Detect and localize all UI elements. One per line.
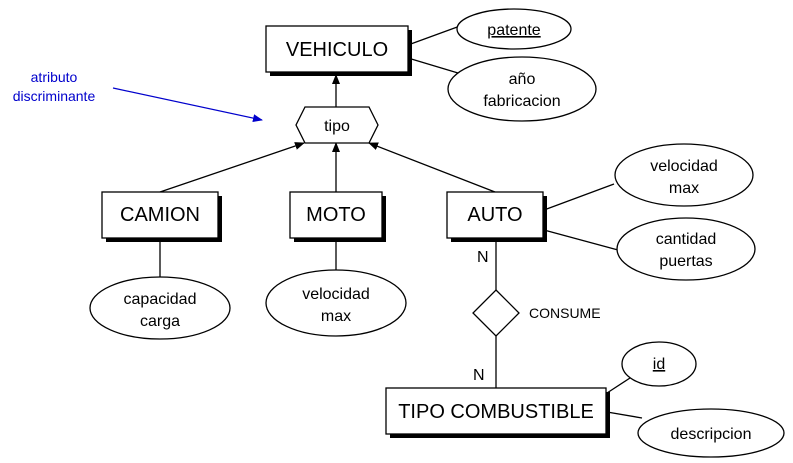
attribute-puertas-line1: cantidad (656, 231, 717, 248)
entity-tipo-combustible: TIPO COMBUSTIBLE (385, 387, 610, 438)
entity-moto: MOTO (289, 191, 386, 242)
attribute-auto-velocidad-max: velocidad max (614, 143, 754, 207)
camion-to-tipo-arrow (159, 142, 305, 193)
attribute-anio-line2: fabricacion (483, 93, 560, 110)
discriminator-tipo: tipo (295, 106, 379, 144)
auto-velocidad-link (543, 183, 615, 211)
attribute-capacidad-line1: capacidad (124, 291, 197, 308)
annotation-line1: atributo (31, 69, 78, 85)
entity-tipo-combustible-label: TIPO COMBUSTIBLE (398, 401, 594, 423)
connectors (112, 25, 643, 419)
attribute-puertas-line2: puertas (659, 253, 712, 270)
attribute-id-label: id (653, 356, 665, 373)
attribute-anio-fabricacion: año fabricacion (447, 56, 597, 122)
attribute-descripcion-label: descripcion (671, 426, 752, 443)
entity-auto: AUTO (446, 191, 547, 242)
attribute-descripcion: descripcion (637, 408, 785, 458)
relationship-consume: CONSUME N N (472, 249, 601, 384)
attribute-anio-line1: año (509, 71, 536, 88)
relationship-label: CONSUME (529, 305, 601, 321)
entity-camion-label: CAMION (120, 204, 200, 226)
entity-moto-label: MOTO (306, 204, 366, 226)
annotation-arrow (112, 87, 263, 123)
entity-auto-label: AUTO (467, 204, 522, 226)
entity-vehiculo: VEHICULO (265, 25, 412, 76)
attribute-moto-velocidad-max: velocidad max (265, 269, 407, 337)
attribute-patente: patente (456, 8, 572, 50)
entity-vehiculo-label: VEHICULO (286, 39, 388, 61)
attribute-cantidad-puertas: cantidad puertas (616, 217, 756, 281)
attribute-capacidad-line2: carga (140, 313, 180, 330)
attribute-auto-velocidad-line1: velocidad (650, 158, 718, 175)
tipocombustible-id-link (606, 377, 631, 394)
auto-to-tipo-arrow (368, 142, 496, 193)
attribute-patente-label: patente (487, 22, 540, 39)
tipocombustible-descripcion-link (606, 411, 643, 419)
relationship-diamond (472, 289, 520, 337)
attribute-moto-velocidad-line2: max (321, 308, 351, 325)
vehiculo-anio-link (407, 57, 459, 74)
entity-camion: CAMION (101, 191, 222, 242)
attribute-auto-velocidad-line2: max (669, 180, 699, 197)
annotation-line2: discriminante (13, 88, 96, 104)
cardinality-top: N (477, 249, 489, 266)
annotation-discriminante: atributo discriminante (13, 69, 96, 104)
attribute-capacidad-carga: capacidad carga (89, 276, 231, 340)
auto-puertas-link (543, 229, 619, 251)
vehiculo-patente-link (407, 25, 461, 46)
attribute-id: id (621, 341, 697, 387)
cardinality-bottom: N (473, 367, 485, 384)
discriminator-label: tipo (324, 118, 350, 135)
attribute-moto-velocidad-line1: velocidad (302, 286, 370, 303)
